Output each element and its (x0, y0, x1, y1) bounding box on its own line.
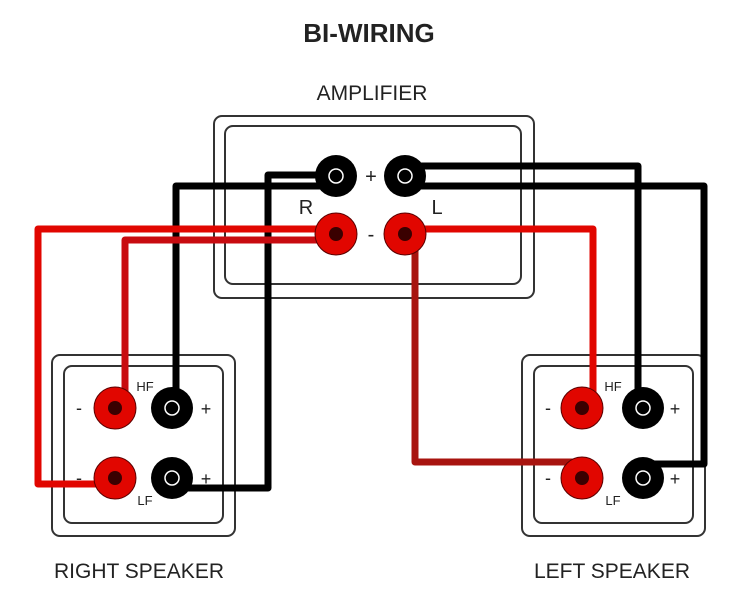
wire-right-hf-positive (172, 182, 336, 408)
amplifier: AMPLIFIER (213, 82, 535, 299)
right-lf-label: LF (137, 493, 152, 508)
left-speaker-inner-frame (533, 365, 694, 524)
left-lf-plus-sign: + (670, 469, 681, 489)
diagram-title: BI-WIRING (303, 18, 434, 48)
right-lf-positive-ring-icon (164, 470, 180, 486)
wire-left-lf-positive (405, 182, 708, 468)
right-hf-plus-sign: + (201, 399, 212, 419)
left-hf-positive-terminal (622, 387, 664, 429)
amp-r-positive-ring-icon (328, 168, 344, 184)
right-lf-negative-ring-icon (108, 471, 122, 485)
left-speaker-label: LEFT SPEAKER (534, 560, 690, 583)
left-lf-positive-terminal (622, 457, 664, 499)
wire-right-lf-positive (172, 171, 336, 492)
wire-left-hf-positive (405, 162, 642, 408)
left-hf-minus-sign: - (545, 398, 551, 418)
left-hf-negative-ring-icon (575, 401, 589, 415)
right-hf-negative-ring-icon (108, 401, 122, 415)
wire-left-hf-negative (405, 225, 597, 408)
right-speaker-terminals: - + - + HF LF (76, 379, 211, 508)
right-lf-minus-sign: - (76, 468, 82, 488)
amplifier-outer-frame (213, 115, 535, 299)
right-speaker-inner-frame (63, 365, 224, 524)
amp-plus-sign: + (365, 166, 377, 188)
amp-l-positive-ring-icon (397, 168, 413, 184)
amp-left-channel-label: L (431, 197, 442, 219)
amp-minus-sign: - (368, 224, 375, 246)
amp-l-negative-ring-icon (398, 227, 412, 241)
right-speaker-outer-frame (51, 354, 236, 537)
amp-l-positive-terminal (384, 155, 426, 197)
right-speaker (51, 354, 236, 537)
left-hf-positive-ring-icon (635, 400, 651, 416)
right-hf-minus-sign: - (76, 398, 82, 418)
right-hf-positive-terminal (151, 387, 193, 429)
amplifier-label: AMPLIFIER (317, 82, 428, 105)
negative-wires (34, 225, 597, 488)
amp-r-negative-ring-icon (329, 227, 343, 241)
amplifier-terminals: + - R L (299, 155, 443, 256)
left-lf-label: LF (605, 493, 620, 508)
left-lf-positive-ring-icon (635, 470, 651, 486)
left-speaker-terminals: - + - + HF LF (545, 379, 680, 508)
left-hf-label: HF (604, 379, 621, 394)
right-lf-plus-sign: + (201, 469, 212, 489)
wire-left-lf-negative (405, 236, 582, 466)
left-lf-minus-sign: - (545, 468, 551, 488)
wire-right-hf-negative (121, 236, 336, 408)
amp-right-channel-label: R (299, 197, 313, 219)
positive-wires (172, 162, 708, 492)
right-lf-positive-terminal (151, 457, 193, 499)
left-hf-plus-sign: + (670, 399, 681, 419)
left-lf-negative-ring-icon (575, 471, 589, 485)
amp-r-positive-terminal (315, 155, 357, 197)
right-speaker-label: RIGHT SPEAKER (54, 560, 224, 583)
right-hf-label: HF (136, 379, 153, 394)
amplifier-inner-frame (224, 125, 522, 285)
wire-right-lf-negative (34, 225, 336, 488)
right-hf-positive-ring-icon (164, 400, 180, 416)
